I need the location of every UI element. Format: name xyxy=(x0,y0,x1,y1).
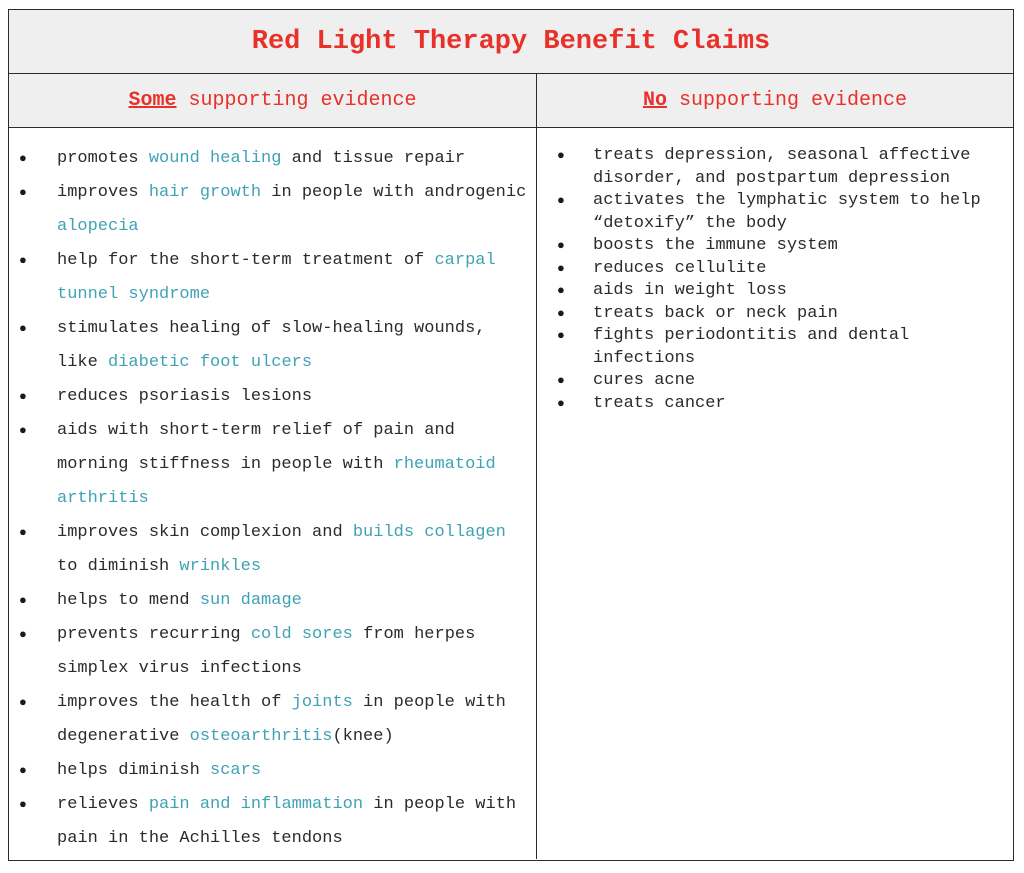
list-item: ● improves hair growth in people with and… xyxy=(9,176,536,244)
claim-text: reduces cellulite xyxy=(593,258,767,278)
bullet-icon: ● xyxy=(19,185,27,200)
list-item: ● treats back or neck pain xyxy=(537,303,1013,326)
header-some-rest: supporting evidence xyxy=(188,89,417,112)
evidence-link[interactable]: alopecia xyxy=(57,217,139,236)
header-row: Some supporting evidence No supporting e… xyxy=(9,74,1013,128)
claim-text: stimulates healing of slow-healing wound… xyxy=(57,319,486,372)
claim-text: in people with pain in the Achilles tend… xyxy=(57,795,517,848)
benefit-claims-table: Red Light Therapy Benefit Claims Some su… xyxy=(8,9,1014,861)
evidence-link[interactable]: carpal tunnel syndrome xyxy=(57,251,496,304)
some-evidence-list: ● promotes wound healing and tissue repai… xyxy=(9,142,536,856)
bullet-icon: ● xyxy=(557,260,565,276)
claim-text: prevents recurring xyxy=(57,625,251,644)
bullet-icon: ● xyxy=(19,763,27,778)
list-item: ● stimulates healing of slow-healing woun… xyxy=(9,312,536,380)
bullet-icon: ● xyxy=(557,305,565,321)
claim-text: cures acne xyxy=(593,371,696,390)
bullet-icon: ● xyxy=(557,373,565,388)
no-evidence-list: ● treats depression, seasonal affective d… xyxy=(537,145,1013,415)
list-item: ● activates the lymphatic system to help … xyxy=(537,190,1013,235)
bullet-icon: ● xyxy=(19,695,27,710)
claim-text: fights periodontitis and dental infectio… xyxy=(593,326,910,368)
list-item: ● reduces cellulite xyxy=(537,258,1013,281)
evidence-link[interactable]: wound healing xyxy=(148,149,282,168)
list-item: ● fights periodontitis and dental infecti… xyxy=(537,325,1013,370)
evidence-link[interactable]: joints xyxy=(291,693,353,712)
claim-text: improves skin complexion and xyxy=(57,523,353,542)
evidence-link[interactable]: pain and inflammation xyxy=(148,795,364,814)
evidence-link[interactable]: rheumatoid arthritis xyxy=(57,455,496,508)
list-item: ● aids in weight loss xyxy=(537,280,1013,303)
no-evidence-column: ● treats depression, seasonal affective d… xyxy=(537,128,1013,859)
bullet-icon: ● xyxy=(557,148,565,163)
page-title: Red Light Therapy Benefit Claims xyxy=(251,26,771,57)
header-some-evidence: Some supporting evidence xyxy=(9,74,537,127)
list-item: ● promotes wound healing and tissue repai… xyxy=(9,142,536,176)
evidence-link[interactable]: osteoarthritis xyxy=(189,727,333,746)
claim-text: and tissue repair xyxy=(281,149,466,168)
claim-text: aids with short-term relief of pain and … xyxy=(57,421,455,474)
bullet-icon: ● xyxy=(557,238,565,253)
evidence-link[interactable]: builds collagen xyxy=(352,523,506,542)
claim-text: reduces psoriasis lesions xyxy=(57,387,313,406)
body-row: ● promotes wound healing and tissue repai… xyxy=(9,128,1013,859)
claim-text: treats back or neck pain xyxy=(593,303,838,323)
list-item: ● helps to mend sun damage xyxy=(9,584,536,618)
claim-text: treats cancer xyxy=(593,393,726,413)
evidence-link[interactable]: sun damage xyxy=(199,591,302,610)
bullet-icon: ● xyxy=(557,328,565,343)
header-some-strong: Some xyxy=(128,89,177,112)
claim-text: to diminish xyxy=(57,557,180,576)
bullet-icon: ● xyxy=(19,253,27,268)
bullet-icon: ● xyxy=(19,321,27,336)
list-item: ● relieves pain and inflammation in peopl… xyxy=(9,788,536,856)
bullet-icon: ● xyxy=(19,525,27,540)
claim-text: improves xyxy=(57,183,149,202)
header-no-rest: supporting evidence xyxy=(678,89,908,112)
some-evidence-column: ● promotes wound healing and tissue repai… xyxy=(9,128,537,859)
claim-text: promotes xyxy=(57,149,149,168)
claim-text: from herpes simplex virus infections xyxy=(57,625,476,678)
claim-text: activates the lymphatic system to help “… xyxy=(593,191,981,233)
claim-text: aids in weight loss xyxy=(593,281,787,300)
bullet-icon: ● xyxy=(19,423,27,438)
evidence-link[interactable]: wrinkles xyxy=(179,557,262,576)
claim-text: helps to mend xyxy=(57,591,200,610)
bullet-icon: ● xyxy=(19,627,27,642)
list-item: ● treats depression, seasonal affective d… xyxy=(537,145,1013,190)
claim-text: improves the health of xyxy=(57,693,292,712)
claim-text: boosts the immune system xyxy=(593,236,838,255)
bullet-icon: ● xyxy=(19,389,27,404)
list-item: ● helps diminish scars xyxy=(9,754,536,788)
list-item: ● treats cancer xyxy=(537,393,1013,416)
header-no-strong: No xyxy=(642,89,667,112)
evidence-link[interactable]: hair growth xyxy=(148,183,262,202)
list-item: ● help for the short-term treatment of ca… xyxy=(9,244,536,312)
list-item: ● boosts the immune system xyxy=(537,235,1013,258)
list-item: ● reduces psoriasis lesions xyxy=(9,380,536,414)
claim-text: treats depression, seasonal affective di… xyxy=(593,146,971,188)
claim-text: (knee) xyxy=(332,727,394,746)
claim-text: relieves xyxy=(57,795,149,814)
bullet-icon: ● xyxy=(557,395,565,411)
claim-text: in people with androgenic xyxy=(261,183,527,202)
evidence-link[interactable]: cold sores xyxy=(250,625,353,644)
evidence-link[interactable]: diabetic foot ulcers xyxy=(108,353,313,372)
bullet-icon: ● xyxy=(19,593,27,608)
claim-text: help for the short-term treatment of xyxy=(57,251,435,270)
title-row: Red Light Therapy Benefit Claims xyxy=(9,10,1013,74)
bullet-icon: ● xyxy=(557,283,565,298)
bullet-icon: ● xyxy=(19,797,27,812)
header-no-evidence: No supporting evidence xyxy=(537,74,1013,127)
list-item: ● improves the health of joints in people… xyxy=(9,686,536,754)
claim-text: in people with degenerative xyxy=(57,693,506,746)
list-item: ● improves skin complexion and builds col… xyxy=(9,516,536,584)
list-item: ● prevents recurring cold sores from herp… xyxy=(9,618,536,686)
list-item: ● aids with short-term relief of pain and… xyxy=(9,414,536,516)
bullet-icon: ● xyxy=(19,151,27,166)
claim-text: helps diminish xyxy=(57,761,211,780)
list-item: ● cures acne xyxy=(537,370,1013,393)
bullet-icon: ● xyxy=(557,193,565,208)
evidence-link[interactable]: scars xyxy=(210,761,262,780)
